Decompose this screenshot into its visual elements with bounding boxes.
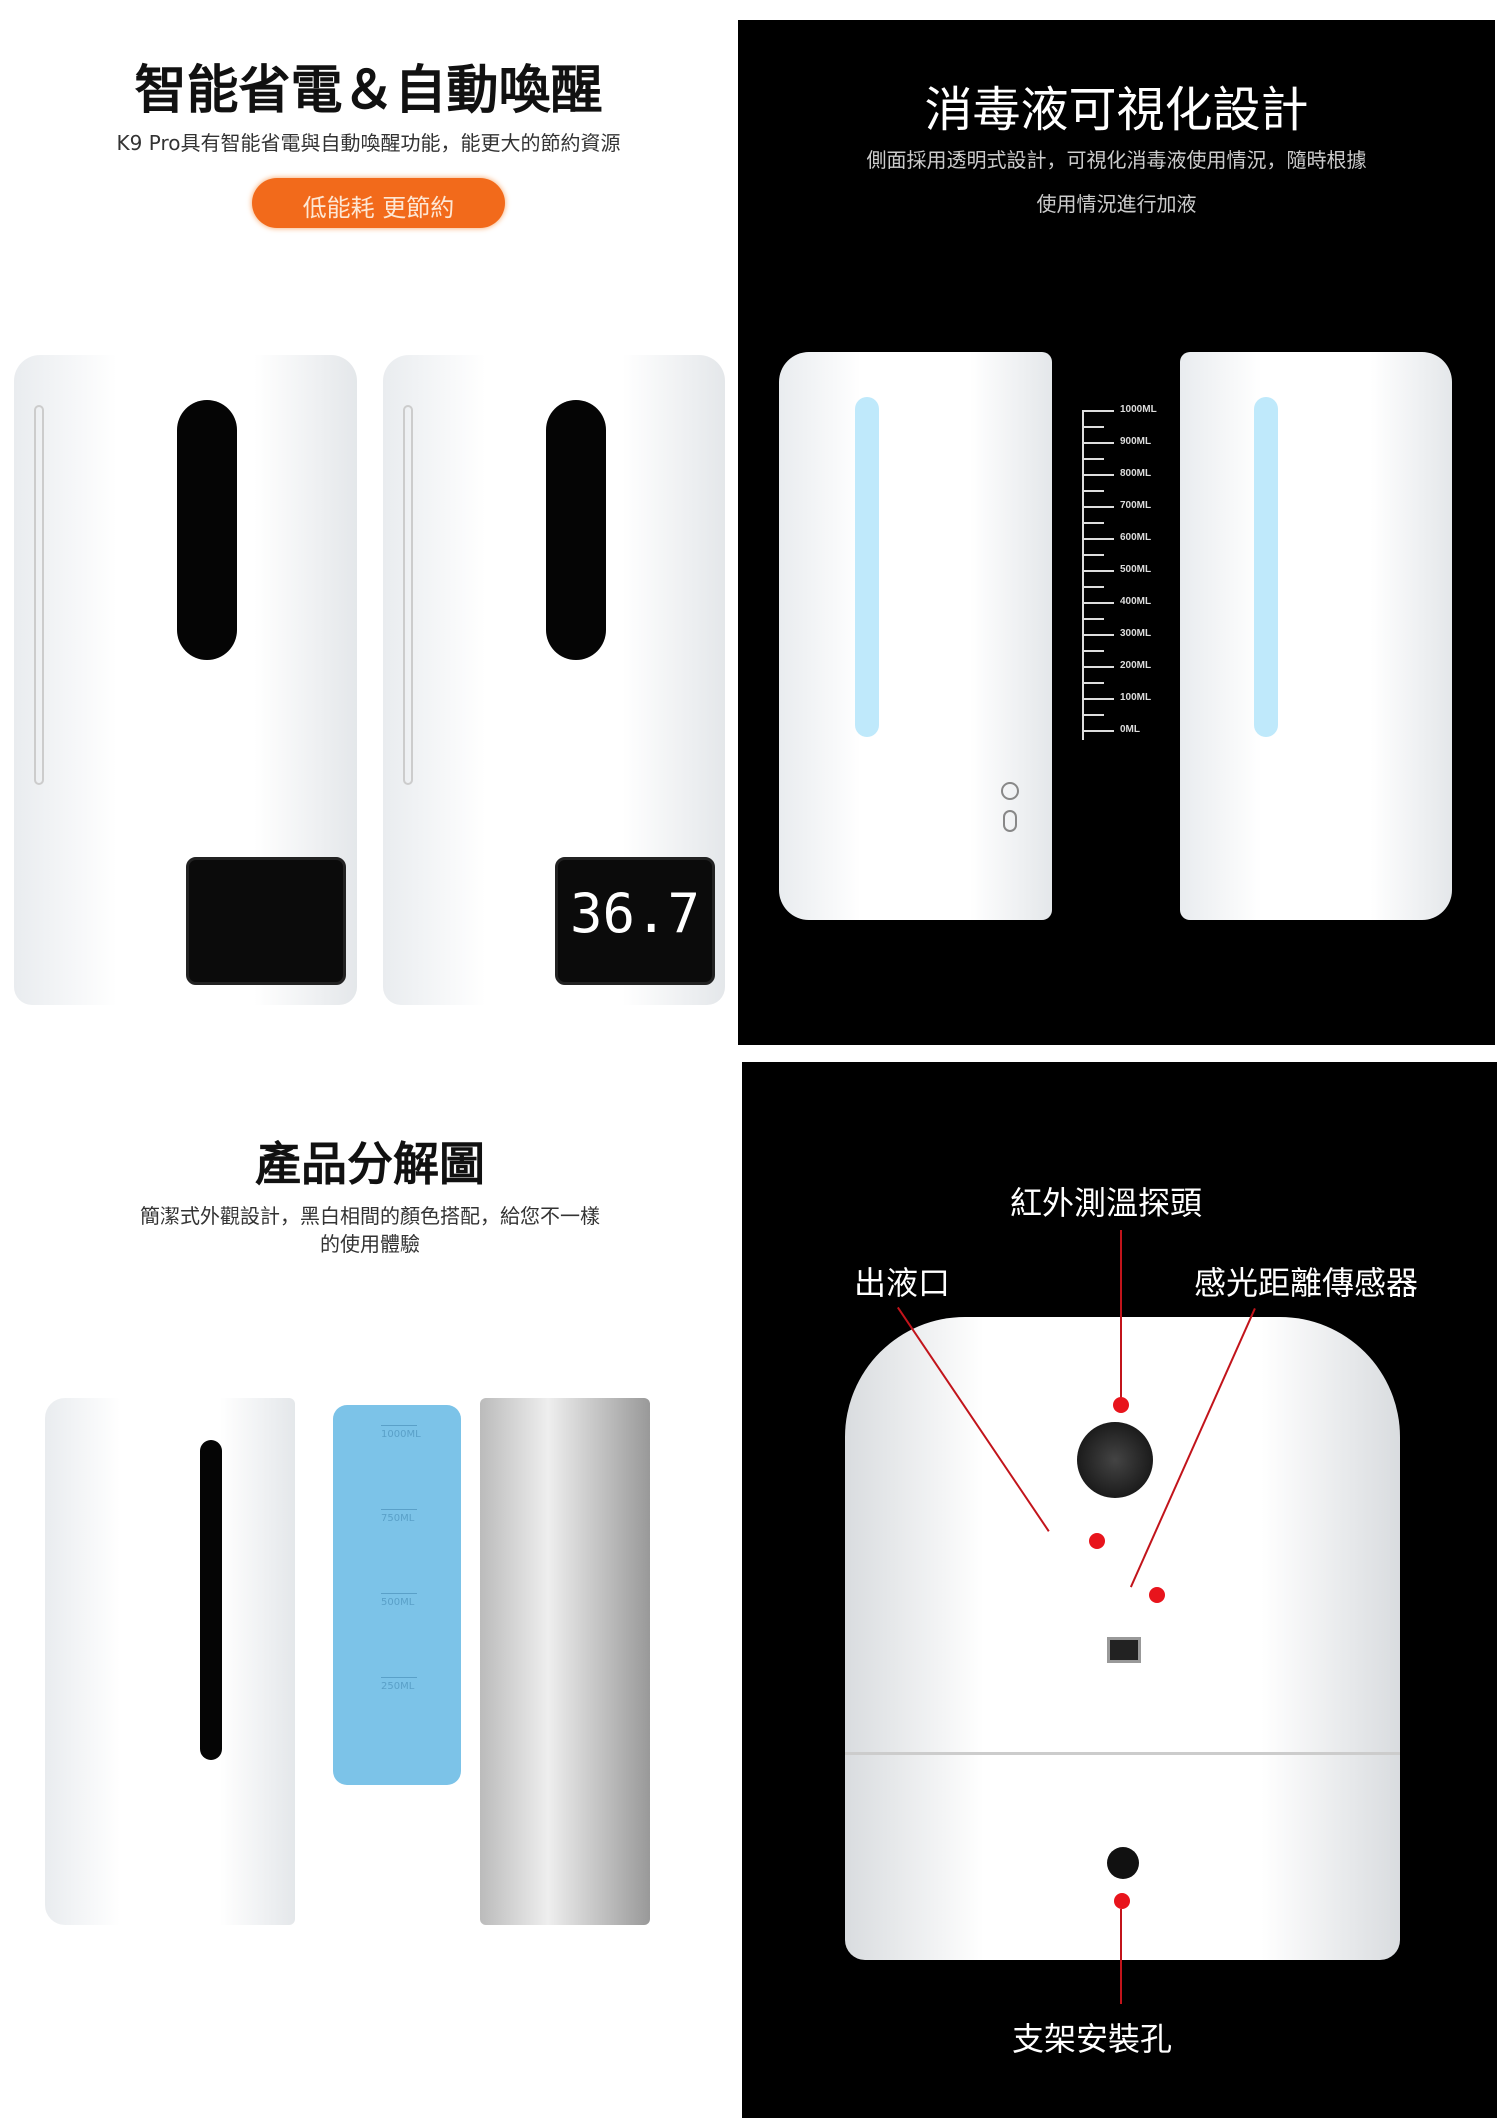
exploded-view-panel: 產品分解圖 簡潔式外觀設計，黑白相間的顏色搭配，給您不一樣 的使用體驗 1000… <box>0 1060 740 2125</box>
scale-tick <box>1084 602 1114 604</box>
scale-label: 100ML <box>1120 692 1152 703</box>
scale-tick <box>1084 698 1114 700</box>
distance-sensor <box>1107 1637 1141 1663</box>
scale-minor-tick <box>1084 522 1104 524</box>
exploded-title: 產品分解圖 <box>255 1137 485 1191</box>
display-off <box>186 857 346 985</box>
scale-label: 0ML <box>1120 724 1140 735</box>
visual-design-panel: 消毒液可視化設計 側面採用透明式設計，可視化消毒液使用情況，隨時根據 使用情況進… <box>738 20 1495 1045</box>
temperature-reading: 36.7 <box>569 882 701 945</box>
scale-minor-tick <box>1084 426 1104 428</box>
scale-minor-tick <box>1084 490 1104 492</box>
exploded-subtitle-1: 簡潔式外觀設計，黑白相間的顏色搭配，給您不一樣 <box>140 1204 600 1228</box>
scale-tick <box>1084 474 1114 476</box>
bottle-volume-label: 500ML <box>381 1593 417 1608</box>
visual-subtitle-1: 側面採用透明式設計，可視化消毒液使用情況，隨時根據 <box>866 148 1367 172</box>
dispenser-side-right <box>1180 352 1452 920</box>
liquid-bottle: 1000ML 750ML 500ML 250ML <box>333 1405 461 1785</box>
low-power-badge: 低能耗 更節約 <box>252 178 505 228</box>
scale-minor-tick <box>1084 618 1104 620</box>
power-title: 智能省電＆自動喚醒 <box>134 61 603 121</box>
label-mount: 支架安裝孔 <box>1012 2020 1173 2058</box>
badge-label: 低能耗 更節約 <box>302 194 455 222</box>
scale-tick <box>1084 570 1114 572</box>
back-plate <box>480 1398 650 1925</box>
scale-minor-tick <box>1084 586 1104 588</box>
scale-tick <box>1084 538 1114 540</box>
scale-tick <box>1084 634 1114 636</box>
dispenser-off <box>14 355 357 1005</box>
scale-label: 800ML <box>1120 468 1152 479</box>
scale-tick <box>1084 666 1114 668</box>
ir-probe-lens <box>1077 1422 1153 1498</box>
scale-label: 600ML <box>1120 532 1152 543</box>
marker-outlet <box>1089 1533 1105 1549</box>
visual-title: 消毒液可視化設計 <box>924 82 1309 138</box>
bottle-volume-label: 250ML <box>381 1677 417 1692</box>
scale-label: 500ML <box>1120 564 1152 575</box>
scale-label: 1000ML <box>1120 404 1157 415</box>
scale-label: 400ML <box>1120 596 1152 607</box>
volume-scale: 1000ML 900ML 800ML 700ML 600ML 500ML 400ML 300M… <box>1082 404 1162 740</box>
scale-tick <box>1084 730 1114 732</box>
dispenser-on: 36.7 <box>383 355 725 1005</box>
scale-minor-tick <box>1084 650 1104 652</box>
scale-label: 700ML <box>1120 500 1152 511</box>
scale-label: 200ML <box>1120 660 1152 671</box>
device-front <box>845 1317 1400 1960</box>
scale-label: 900ML <box>1120 436 1152 447</box>
label-probe: 紅外測溫探頭 <box>1010 1184 1203 1222</box>
bottle-volume-label: 750ML <box>381 1509 417 1524</box>
label-outlet: 出液口 <box>854 1264 951 1302</box>
mount-hole <box>1107 1847 1139 1879</box>
label-sensor: 感光距離傳感器 <box>1194 1264 1419 1302</box>
scale-minor-tick <box>1084 682 1104 684</box>
front-shell <box>45 1398 295 1925</box>
scale-tick <box>1084 506 1114 508</box>
bottle-volume-label: 1000ML <box>381 1425 421 1440</box>
marker-mount <box>1114 1893 1130 1909</box>
temperature-display: 36.7 <box>555 857 715 985</box>
visual-subtitle-2: 使用情況進行加液 <box>1036 192 1197 216</box>
parts-panel: 紅外測溫探頭 出液口 感光距離傳感器 支架安裝孔 <box>742 1062 1497 2118</box>
power-subtitle: K9 Pro具有智能省電與自動喚醒功能，能更大的節約資源 <box>116 131 621 155</box>
scale-minor-tick <box>1084 714 1104 716</box>
scale-label: 300ML <box>1120 628 1152 639</box>
scale-tick <box>1084 442 1114 444</box>
scale-minor-tick <box>1084 458 1104 460</box>
scale-tick <box>1084 410 1114 412</box>
marker-probe <box>1113 1397 1129 1413</box>
dispenser-side-left <box>779 352 1052 920</box>
power-saving-panel: 智能省電＆自動喚醒 K9 Pro具有智能省電與自動喚醒功能，能更大的節約資源 低… <box>0 0 737 1045</box>
marker-sensor <box>1149 1587 1165 1603</box>
scale-minor-tick <box>1084 554 1104 556</box>
exploded-subtitle-2: 的使用體驗 <box>320 1232 420 1256</box>
